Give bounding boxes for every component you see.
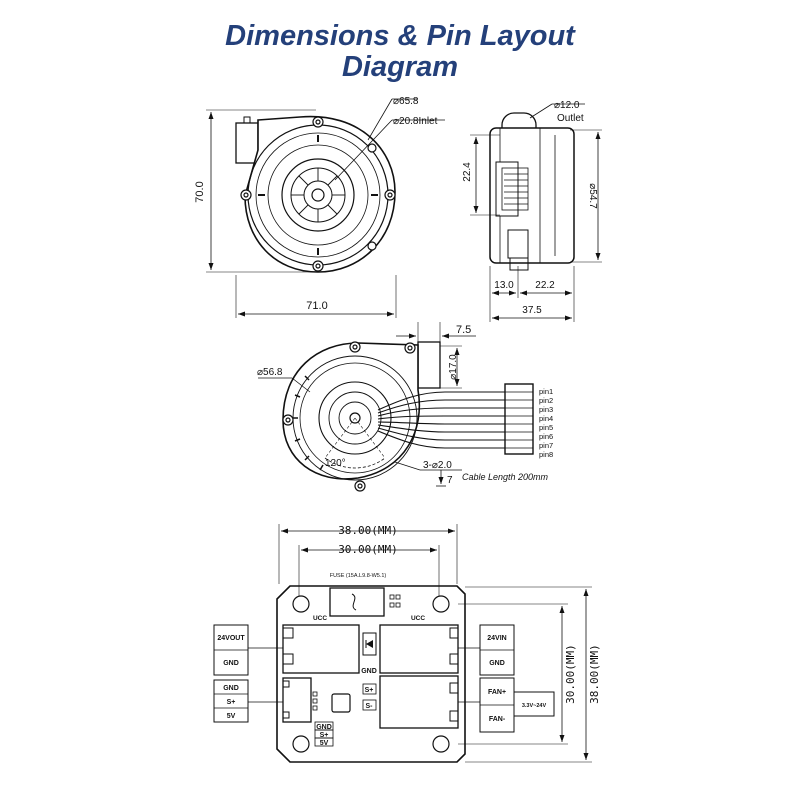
label-fan-plus: FAN+ [488, 689, 506, 696]
front-height-label: 70.0 [194, 181, 206, 202]
side-dim-a-label: 13.0 [494, 280, 514, 291]
rear-depth-label: 7 [447, 475, 453, 486]
label-gnd-left-top: GND [223, 660, 239, 667]
pcb-bottom-pin-label: GND [316, 724, 332, 731]
front-dia-outer-label: ⌀65.8 [393, 96, 419, 107]
label-24vin: 24VIN [487, 635, 506, 642]
pcb-fuse-label: FUSE (15A.L9.8-W5.1) [330, 573, 387, 579]
pcb-width-outer-label: 38.00(MM) [338, 524, 398, 537]
pcb-side-labels [213, 624, 555, 733]
pcb-s-plus-label: S+ [365, 687, 374, 694]
label-gnd-left-bottom: GND [223, 685, 239, 692]
page-title-line1: Dimensions & Pin Layout [225, 20, 575, 52]
front-width-label: 71.0 [306, 300, 327, 312]
side-outlet-height-label: 22.4 [462, 162, 473, 182]
label-5v-left: 5V [227, 713, 236, 720]
pcb-dimensions [278, 524, 592, 763]
label-gnd-right: GND [489, 660, 505, 667]
rear-cable-label: Cable Length 200mm [462, 472, 549, 482]
side-total-label: 37.5 [522, 305, 542, 316]
rear-body-dia-label: ⌀56.8 [257, 367, 283, 378]
pin-label: pin4 [539, 414, 553, 423]
side-view [470, 103, 602, 322]
pcb-board [248, 585, 480, 763]
pcb-bottom-pin-label: S+ [320, 732, 329, 739]
pin-label: pin8 [539, 450, 553, 459]
side-outlet-label: Outlet [557, 113, 584, 124]
pin-label: pin7 [539, 441, 553, 450]
page-title-line2: Diagram [341, 51, 459, 83]
pin-labels: pin1 pin2 pin3 pin4 pin5 pin6 pin7 pin8 [539, 387, 553, 459]
pcb-ucc-right-label: UCC [411, 615, 425, 622]
front-view [206, 98, 445, 318]
rear-outlet-dia-label: ⌀17.0 [448, 354, 459, 380]
pcb-gnd-mid-label: GND [361, 668, 377, 675]
label-s-plus-left: S+ [227, 699, 236, 706]
pcb-height-inner-label: 30.00(MM) [564, 644, 577, 704]
pcb-height-outer-label: 38.00(MM) [588, 644, 601, 704]
pin-label: pin2 [539, 396, 553, 405]
pcb-ucc-left-label: UCC [313, 615, 327, 622]
pin-label: pin3 [539, 405, 553, 414]
front-dia-inlet-label: ⌀20.8Inlet [393, 116, 438, 127]
label-24vout: 24VOUT [217, 635, 245, 642]
side-outlet-dia-label: ⌀12.0 [554, 100, 580, 111]
pin-label: pin1 [539, 387, 553, 396]
pin-label: pin6 [539, 432, 553, 441]
pin-label: pin5 [539, 423, 553, 432]
side-dim-b-label: 22.2 [535, 280, 555, 291]
pcb-bottom-pin-label: 5V [320, 740, 329, 747]
label-voltage-range: 3.3V~24V [522, 703, 547, 709]
side-body-dia-label: ⌀54.7 [587, 183, 598, 209]
label-fan-minus: FAN- [489, 716, 506, 723]
rear-view [258, 322, 534, 492]
rear-angle-label: 120° [325, 458, 346, 469]
rear-holes-label: 3-⌀2.0 [423, 460, 452, 471]
rear-dim-top-label: 7.5 [456, 324, 471, 336]
pcb-s-minus-label: S- [366, 703, 374, 710]
pcb-width-inner-label: 30.00(MM) [338, 543, 398, 556]
